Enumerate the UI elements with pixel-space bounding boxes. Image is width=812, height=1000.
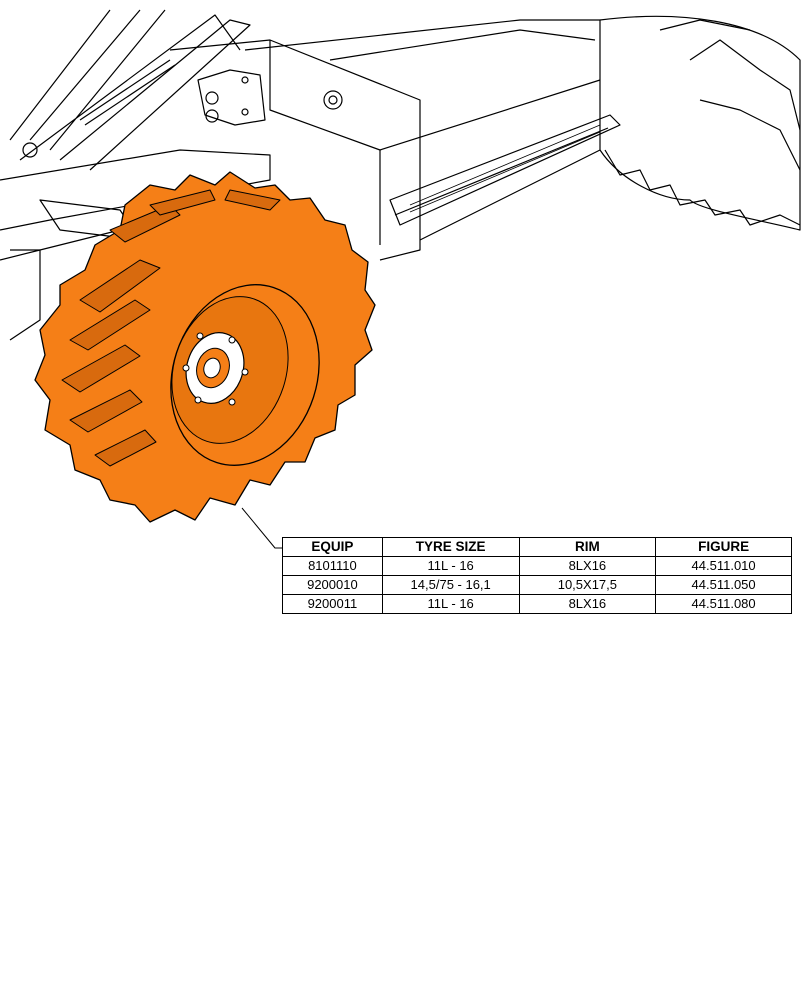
column-header: RIM — [518, 537, 657, 557]
table-cell: 9200011 — [282, 594, 383, 614]
column-header: EQUIP — [282, 537, 383, 557]
table-cell: 11L - 16 — [381, 594, 520, 614]
step-plate-holes — [409, 124, 601, 213]
table-row: 9200011 11L - 16 8LX16 44.511.080 — [282, 594, 792, 614]
column-header: TYRE SIZE — [381, 537, 520, 557]
table-cell: 44.511.010 — [655, 556, 792, 576]
table-row: 8101110 11L - 16 8LX16 44.511.010 — [282, 556, 792, 576]
table-header-row: EQUIP TYRE SIZE RIM FIGURE — [282, 537, 792, 557]
tread-lugs — [61, 189, 281, 467]
table-row: 9200010 14,5/75 - 16,1 10,5X17,5 44.511.… — [282, 575, 792, 595]
machine-frame — [0, 9, 801, 341]
parts-table: EQUIP TYRE SIZE RIM FIGURE 8101110 11L -… — [282, 537, 792, 614]
table-cell: 8LX16 — [518, 594, 657, 614]
wheel-bolts — [182, 332, 249, 406]
table-cell: 8LX16 — [518, 556, 657, 576]
table-cell: 14,5/75 - 16,1 — [381, 575, 520, 595]
table-cell: 11L - 16 — [381, 556, 520, 576]
wheel-assembly — [34, 171, 376, 523]
exploded-view-drawing — [0, 9, 801, 549]
table-cell: 10,5X17,5 — [518, 575, 657, 595]
table-cell: 44.511.080 — [655, 594, 792, 614]
leader-line — [241, 507, 282, 549]
table-cell: 44.511.050 — [655, 575, 792, 595]
table-cell: 8101110 — [282, 556, 383, 576]
column-header: FIGURE — [655, 537, 792, 557]
table-cell: 9200010 — [282, 575, 383, 595]
